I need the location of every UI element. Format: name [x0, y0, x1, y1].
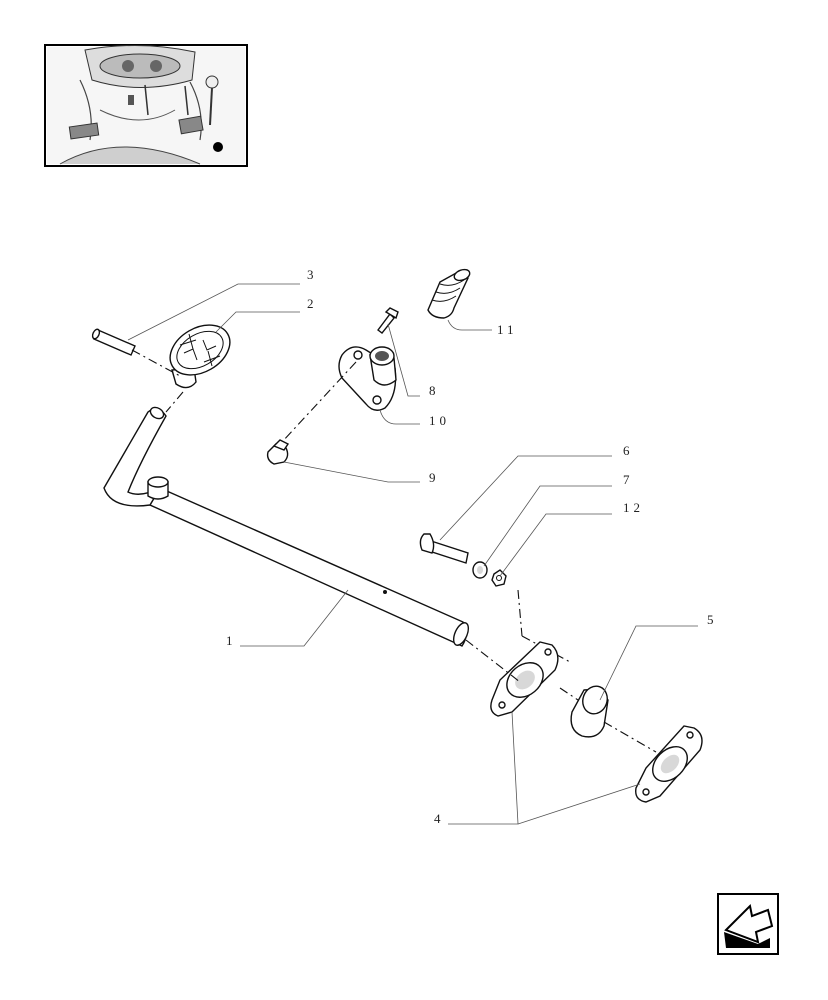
part-8-screw [377, 307, 399, 334]
back-arrow-icon[interactable] [717, 893, 779, 955]
part-5-bushing [570, 685, 609, 738]
part-11-boot [427, 268, 471, 319]
part-4-flange-right [635, 725, 703, 803]
locator-thumbnail[interactable] [44, 44, 248, 167]
part-3-pin [91, 328, 136, 356]
part-10-bracket [338, 346, 397, 411]
part-4-flange-left [490, 641, 559, 717]
label-12: 12 [623, 500, 644, 515]
label-11: 11 [497, 322, 518, 337]
thumbnail-tractor-view [47, 44, 245, 165]
label-4: 4 [434, 811, 445, 826]
part-6-bolt [419, 533, 469, 564]
part-7-washer [472, 561, 488, 579]
part-2-pedal-pad [169, 324, 231, 389]
label-1: 1 [226, 633, 237, 648]
label-9: 9 [429, 470, 440, 485]
leader-lines [127, 283, 698, 825]
part-9-clip [266, 439, 290, 465]
label-8: 8 [429, 383, 440, 398]
part-12-nut [491, 569, 507, 587]
label-7: 7 [623, 472, 634, 487]
label-5: 5 [707, 612, 718, 627]
label-2: 2 [307, 296, 318, 311]
callout-labels: 3 2 11 8 10 9 6 7 12 5 1 4 [226, 267, 718, 826]
part-1-pedal-shaft [103, 406, 470, 647]
label-6: 6 [623, 443, 634, 458]
locator-marker [213, 142, 223, 152]
label-3: 3 [307, 267, 318, 282]
label-10: 10 [429, 413, 450, 428]
